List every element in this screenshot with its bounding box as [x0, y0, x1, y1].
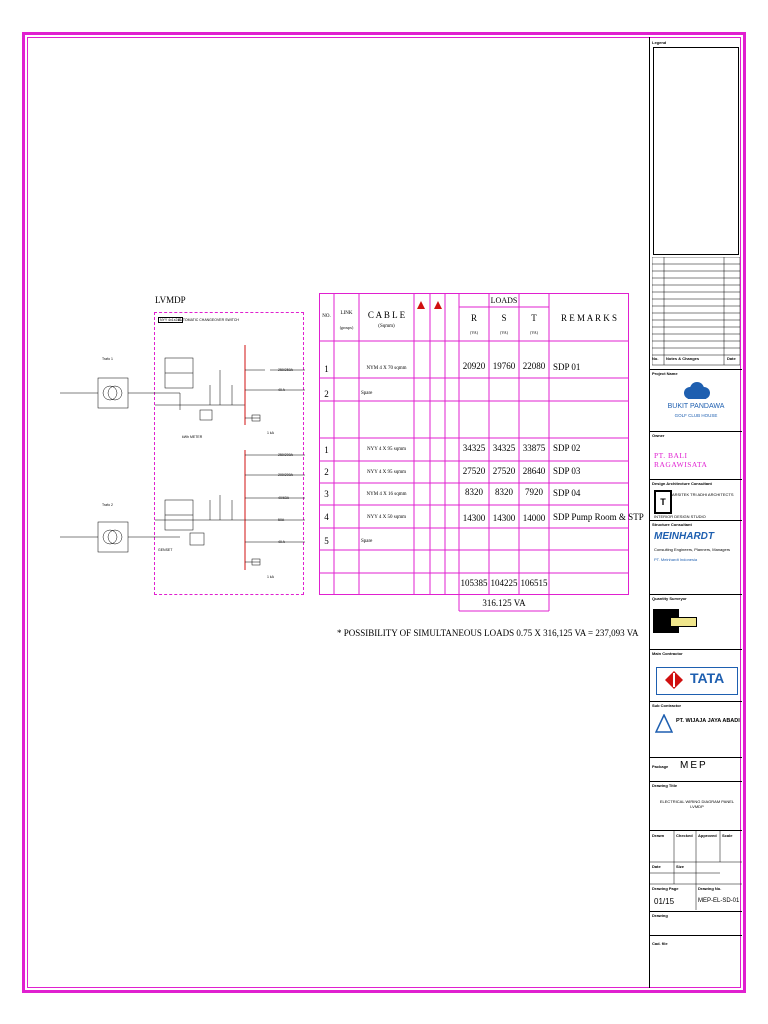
feeder-label-7: 40 A [278, 540, 286, 544]
tri-logo: T [654, 490, 672, 514]
feeder-label-3: 250/200A [278, 453, 293, 457]
project-name: BUKIT PANDAWA [667, 403, 725, 410]
size-label: Size [676, 864, 685, 869]
tata-logo-icon [665, 671, 683, 689]
lvmdp-panel-box [154, 312, 304, 595]
header-t-unit: (VA) [530, 330, 538, 335]
feeder-label-1: 250/250A [278, 368, 293, 372]
header-link: LINK [340, 311, 353, 316]
sub-contractor-name: PT. WIJAJA JAYA ABADI [676, 718, 740, 724]
drawing-page: 01/15 [654, 897, 675, 906]
single-line-diagram [60, 345, 305, 570]
header-link-sub: (groups) [339, 325, 354, 330]
genset-label: GENSET [158, 548, 173, 552]
header-cable: C A B L E [367, 310, 406, 320]
sheet-inner-frame [27, 37, 741, 988]
legend-label: Legend [652, 40, 667, 45]
header-r-unit: (VA) [470, 330, 478, 335]
drawn-label: Drawn [652, 833, 665, 838]
architect-name: ARSITEK TRI ADHI ARCHITECTS [672, 492, 734, 497]
meter-label: kWh METER [182, 435, 203, 439]
structure-label: Structure Consultant [652, 522, 692, 527]
owner-label: Owner [652, 433, 665, 438]
amp-label-1: 1 kA [267, 431, 275, 435]
project-sub: GOLF CLUB HOUSE [674, 413, 718, 418]
header-loads: LOADS [490, 296, 518, 305]
transformer-2-label: Trafo 2 [102, 503, 113, 507]
drawing-title: ELECTRICAL WIRING DIAGRAM PANEL LVMDP [659, 799, 735, 809]
header-cable-sub: (Sqmm) [378, 324, 395, 329]
architect-label: Design Architecture Consultant [652, 481, 712, 486]
amp-label-2: 1 kA [267, 575, 275, 579]
approval-grid [650, 830, 742, 885]
qs-logo-bar [670, 617, 697, 627]
project-name-label: Project Name [652, 371, 678, 376]
revision-table [652, 257, 740, 366]
feeder-label-4: 200/200A [278, 473, 293, 477]
total-s: 104225 [490, 578, 518, 588]
revision-date-header: Date [727, 356, 736, 361]
date-label: Date [652, 864, 661, 869]
cad-file-label: Cad. file [652, 941, 668, 946]
header-no: NO. [322, 314, 331, 319]
meinhardt-company: PT. Meinhardt Indonesia [654, 557, 698, 562]
grand-total: 316.125 VA [482, 598, 526, 608]
transformer-1-label: Trafo 1 [102, 357, 113, 361]
header-r: R [470, 313, 477, 323]
sub-contractor-label: Sub Contractor [652, 703, 682, 708]
status-label: Drawing [652, 913, 668, 918]
panel-label-2: AUTOMATIC CHANGEOVER SWITCH [178, 318, 239, 322]
meinhardt-logo: MEINHARDT [654, 531, 714, 542]
feeder-label-2: 40 A [278, 388, 286, 392]
header-s: S [501, 313, 507, 323]
checked-label: Checked [676, 833, 693, 838]
revision-no-header: No. [652, 356, 659, 361]
package-label: Package [652, 764, 669, 769]
simultaneous-loads-note: * POSSIBILITY OF SIMULTANEOUS LOADS 0.75… [337, 628, 639, 638]
revision-notes-header: Notes & Changes [666, 356, 700, 361]
total-r: 105385 [460, 578, 488, 588]
header-s-unit: (VA) [500, 330, 508, 335]
drawing-no: MEP-EL-SD-01 [698, 898, 740, 904]
owner-name: PT. BALI RAGAWISATA [654, 451, 708, 469]
main-contractor-label: Main Contractor [652, 651, 683, 656]
package-value: MEP [680, 760, 708, 771]
feeder-label-6: 50A [278, 518, 285, 522]
tata-logo-text: TATA [690, 670, 725, 686]
feeder-label-5: 40/63A [278, 496, 290, 500]
lvmdp-title: LVMDP [155, 295, 186, 305]
legend-area [653, 47, 739, 255]
header-remarks: R E M A R K S [560, 313, 618, 323]
panel-label-1: NYY 4x1x240 [158, 317, 184, 323]
sub-contractor-logo [655, 714, 673, 733]
qs-label: Quantity Surveyor [652, 596, 687, 601]
approved-label: Approved [698, 833, 717, 838]
sheet-outer-frame [22, 32, 746, 993]
drawing-title-label: Drawing Title [652, 783, 678, 788]
load-table-grid [319, 293, 629, 612]
title-block: Legend No. Notes & Changes Date Project … [649, 37, 742, 988]
drawing-no-label: Drawing No. [698, 886, 722, 891]
tata-logo-box [656, 667, 738, 695]
cloud-logo [684, 382, 710, 399]
total-t: 106515 [520, 578, 548, 588]
load-table [319, 293, 629, 595]
scale-label: Scale [722, 833, 733, 838]
architect-addr: INTERIOR DESIGN STUDIO [654, 514, 706, 519]
header-t: T [531, 313, 537, 323]
drawing-page-label: Drawing Page [652, 886, 679, 891]
meinhardt-sub: Consulting Engineers, Planners, Managers [654, 547, 731, 552]
